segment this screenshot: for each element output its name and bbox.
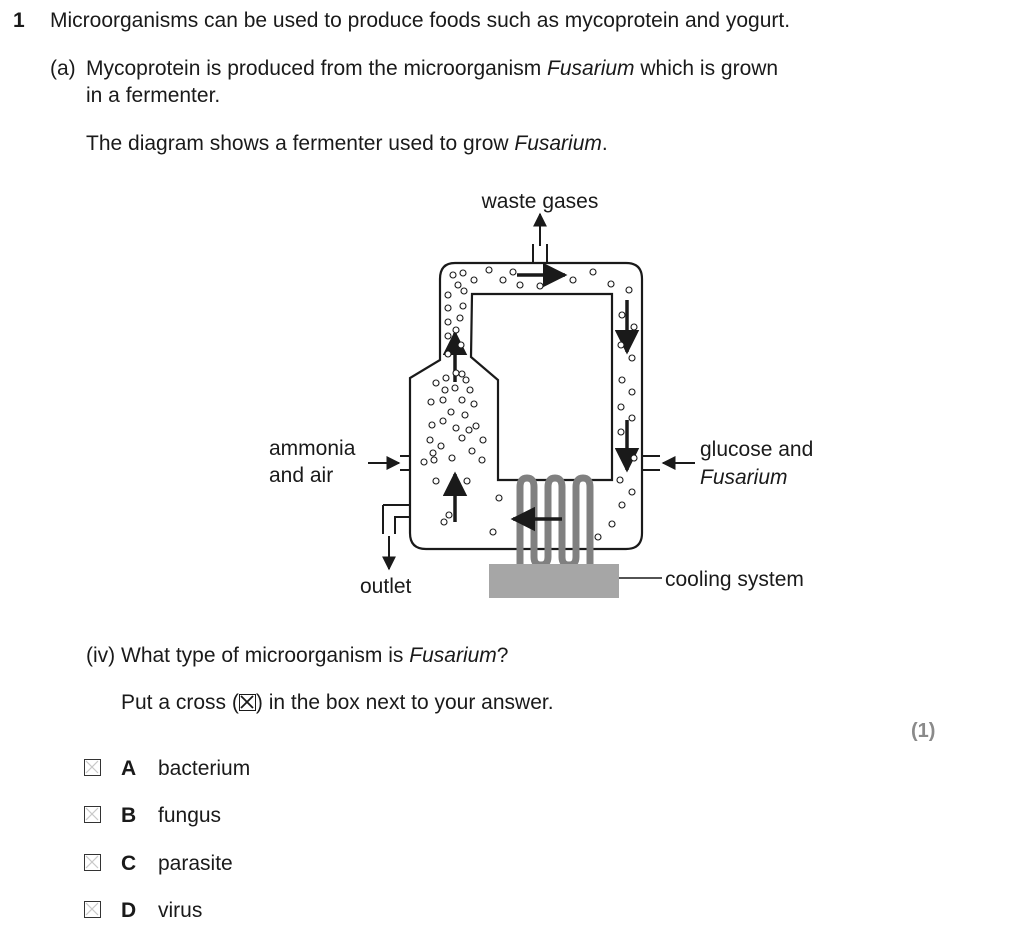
vessel-outer-wall: [408, 261, 644, 551]
label-waste-gases: waste gases: [481, 190, 599, 213]
label-glucose-and: glucose and: [700, 438, 813, 461]
diagram-intro: The diagram shows a fermenter used to gr…: [86, 131, 608, 157]
cooling-system-block: [489, 564, 619, 598]
part-a-line1-text: Mycoprotein is produced from the microor…: [86, 57, 548, 80]
flow-arrows: [442, 262, 640, 532]
fermenter-diagram: waste gases ammonia and air glucose and …: [269, 190, 813, 598]
ammonia-inlet-pipe: [400, 455, 410, 471]
option-text-b: fungus: [158, 804, 222, 827]
option-text-a: bacterium: [158, 757, 251, 780]
option-text-d: virus: [158, 899, 203, 922]
glucose-inlet-pipe: [642, 455, 660, 471]
option-letter-b: B: [121, 804, 137, 827]
option-letter-d: D: [121, 899, 137, 922]
outlet-pipe: [382, 504, 410, 534]
instruction-text-end: ) in the box next to your answer.: [255, 691, 554, 714]
option-letter-a: A: [121, 757, 137, 780]
waste-gas-pipe: [532, 244, 548, 263]
cooling-coil: [516, 474, 594, 569]
vessel-inner-baffle: [469, 292, 614, 482]
answer-checkbox-c[interactable]: [84, 854, 101, 871]
question-number: 1: [13, 9, 25, 32]
instruction-text: Put a cross (: [121, 691, 239, 714]
label-ammonia: ammonia: [269, 437, 356, 460]
diagram-intro-end: .: [601, 132, 608, 155]
part-iv-label: (iv): [86, 644, 116, 667]
question-stem: Microorganisms can be used to produce fo…: [50, 9, 791, 32]
gas-bubbles: [420, 266, 638, 541]
part-iv-organism: Fusarium: [409, 644, 497, 667]
marks-available: (1): [911, 720, 936, 742]
label-and-air: and air: [269, 464, 333, 487]
crossed-box-icon: [238, 694, 256, 711]
label-outlet: outlet: [360, 575, 412, 598]
answer-checkbox-d[interactable]: [84, 901, 101, 918]
part-a-line1-end: which is grown: [634, 57, 779, 80]
part-a-line1-organism: Fusarium: [547, 57, 635, 80]
part-a-line2: in a fermenter.: [86, 84, 221, 107]
part-iv-text: What type of microorganism is: [121, 644, 410, 667]
diagram-intro-organism: Fusarium: [514, 132, 602, 155]
label-cooling-system: cooling system: [665, 568, 804, 591]
diagram-intro-text: The diagram shows a fermenter used to gr…: [86, 132, 515, 155]
part-a-line1: Mycoprotein is produced from the microor…: [86, 56, 778, 82]
option-letter-c: C: [121, 852, 137, 875]
answer-checkbox-b[interactable]: [84, 806, 101, 823]
part-a-label: (a): [50, 57, 76, 80]
label-fusarium: Fusarium: [700, 466, 788, 489]
part-iv-end: ?: [496, 644, 509, 667]
instruction: Put a cross ( ) in the box next to your a…: [121, 690, 554, 716]
option-text-c: parasite: [158, 852, 233, 875]
part-iv-question: (iv) What type of microorganism is Fusar…: [86, 643, 508, 669]
answer-checkbox-a[interactable]: [84, 759, 101, 776]
